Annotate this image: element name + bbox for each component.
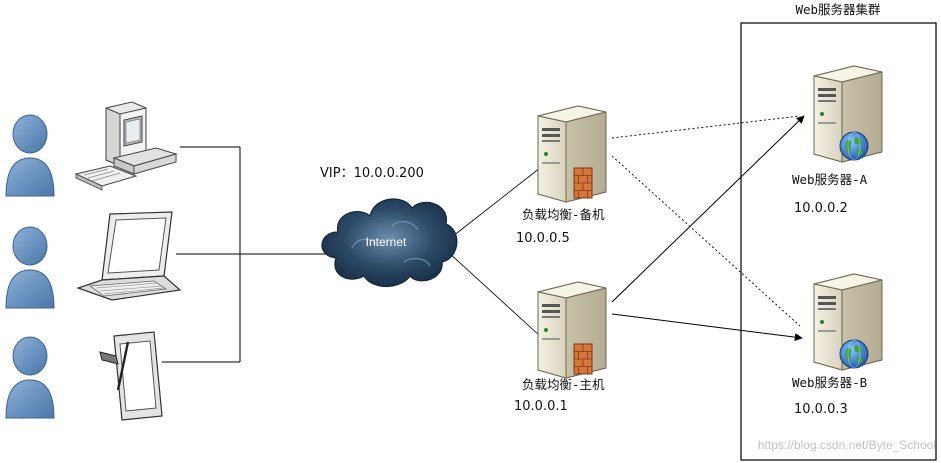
web-b-name: Web服务器-B [792,375,867,390]
watermark: https://blog.csdn.net/Byte_School [758,438,936,452]
internet-links [447,167,541,337]
master-links [611,115,805,342]
client-connector [162,146,328,363]
laptop-icon [76,211,182,301]
web-server-b-node [813,273,883,371]
firewall-icon [573,167,593,199]
web-a-name: Web服务器-A [792,172,868,187]
lb-backup-name: 负载均衡-备机 [522,207,605,222]
user-icon [5,336,55,419]
globe-icon [839,131,869,161]
web-a-ip: 10.0.0.2 [794,201,848,216]
web-b-ip: 10.0.0.3 [794,402,848,417]
lb-master-ip: 10.0.0.1 [514,399,568,414]
internet-label: Internet [366,235,407,249]
firewall-icon [573,343,593,375]
lb-master-node [537,281,607,379]
globe-icon [839,339,869,369]
lb-backup-node [537,105,607,203]
backup-links [611,115,801,327]
web-server-a-node [813,65,883,163]
user-icon [5,226,55,309]
cluster-frame [740,22,937,461]
user-icon [5,114,55,197]
server-icon [537,281,607,379]
desktop-computer-icon [74,101,178,191]
cloud-icon: Internet [321,198,458,288]
lb-backup-ip: 10.0.0.5 [516,231,570,246]
vip-label: VIP：10.0.0.200 [320,166,424,181]
lb-master-name: 负载均衡-主机 [522,377,605,392]
server-icon [537,105,607,203]
cluster-title: Web服务器集群 [795,2,881,17]
tablet-icon [99,331,163,421]
